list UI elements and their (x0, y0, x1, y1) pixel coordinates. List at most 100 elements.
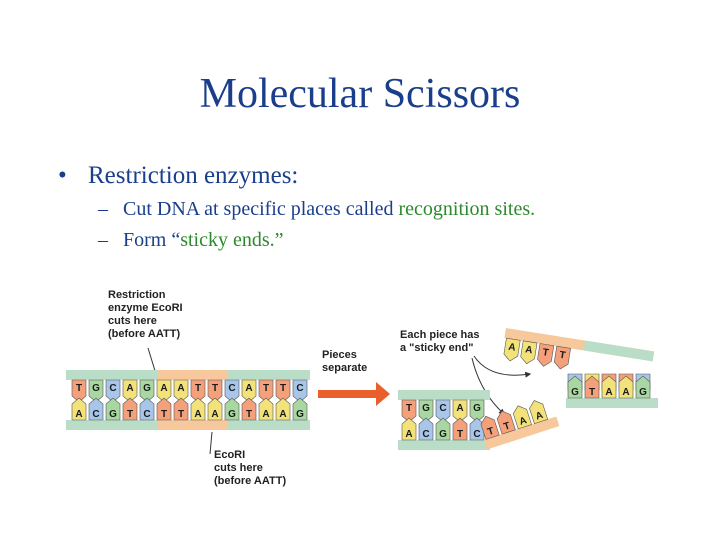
svg-text:A: A (508, 342, 517, 354)
svg-text:T: T (542, 347, 550, 359)
base-G: G (469, 399, 485, 423)
svg-text:G: G (422, 403, 430, 414)
base-T: T (401, 399, 417, 423)
svg-text:T: T (406, 403, 412, 414)
base-A: A (71, 397, 87, 421)
base-A: A (618, 375, 634, 399)
base-G: G (635, 375, 651, 399)
svg-text:G: G (571, 387, 579, 398)
base-G: G (88, 379, 104, 403)
base-A: A (520, 340, 538, 365)
backbone-bottom (398, 440, 490, 450)
sub-bullet-1-text: Cut DNA at specific places called (123, 198, 399, 220)
svg-text:C: C (143, 409, 150, 420)
svg-text:C: C (439, 403, 446, 414)
base-C: C (292, 379, 308, 403)
base-A: A (190, 397, 206, 421)
sub-bullet-2-text: Form “ (123, 229, 181, 251)
base-T: T (156, 397, 172, 421)
svg-text:G: G (92, 383, 100, 394)
svg-text:A: A (126, 383, 133, 394)
base-G: G (105, 397, 121, 421)
svg-text:C: C (92, 409, 99, 420)
backbone-top (398, 390, 490, 400)
svg-text:C: C (473, 429, 480, 440)
svg-text:G: G (473, 403, 481, 414)
dash: – (98, 229, 108, 251)
base-G: G (435, 417, 451, 441)
svg-text:T: T (246, 409, 252, 420)
svg-text:C: C (422, 429, 429, 440)
pointer-top (147, 347, 157, 375)
base-A: A (241, 379, 257, 403)
base-A: A (156, 379, 172, 403)
svg-text:T: T (161, 409, 167, 420)
base-C: C (88, 397, 104, 421)
svg-text:A: A (177, 383, 184, 394)
svg-text:A: A (75, 409, 82, 420)
label-enzyme: Restriction enzyme EcoRI cuts here (befo… (108, 289, 186, 340)
base-T: T (496, 410, 516, 435)
base-T: T (452, 417, 468, 441)
svg-text:A: A (262, 409, 269, 420)
sub-bullet-1: – Cut DNA at specific places called reco… (98, 198, 535, 221)
base-T: T (480, 415, 500, 440)
base-T: T (71, 379, 87, 403)
svg-text:G: G (228, 409, 236, 420)
svg-text:A: A (245, 383, 252, 394)
base-G: G (292, 397, 308, 421)
svg-text:T: T (195, 383, 201, 394)
dash: – (98, 198, 108, 220)
svg-text:G: G (639, 387, 647, 398)
svg-text:T: T (486, 426, 495, 438)
svg-text:A: A (605, 387, 612, 398)
base-A: A (452, 399, 468, 423)
svg-text:A: A (534, 410, 544, 423)
svg-text:C: C (228, 383, 235, 394)
base-G: G (567, 375, 583, 399)
base-T: T (190, 379, 206, 403)
bullet-list: • Restriction enzymes: – Cut DNA at spec… (58, 162, 535, 252)
base-T: T (275, 379, 291, 403)
svg-text:C: C (109, 383, 116, 394)
arrow-separate (318, 382, 390, 406)
bullet-text: Restriction enzymes: (88, 162, 299, 189)
backbone-bottom (566, 398, 658, 408)
base-A: A (258, 397, 274, 421)
svg-text:T: T (457, 429, 463, 440)
right-fragment-bottom: CATTCGTAAG (566, 373, 658, 408)
base-A: A (601, 375, 617, 399)
label-sticky-end: Each piece has a "sticky end" (400, 329, 483, 354)
svg-text:T: T (127, 409, 133, 420)
base-A: A (207, 397, 223, 421)
svg-text:T: T (589, 387, 595, 398)
sub-bullet-1-highlight: recognition sites. (398, 198, 536, 220)
svg-text:A: A (622, 387, 629, 398)
base-T: T (173, 397, 189, 421)
backbone-bottom-cut (158, 420, 228, 430)
base-C: C (469, 417, 485, 441)
base-A: A (512, 405, 532, 430)
base-A: A (503, 337, 521, 362)
slide-title: Molecular Scissors (199, 71, 521, 117)
backbone-top-cut (158, 370, 228, 380)
bullet-item: • Restriction enzymes: (58, 162, 535, 190)
base-T: T (537, 343, 555, 367)
svg-text:T: T (76, 383, 82, 394)
base-T: T (584, 375, 600, 399)
svg-text:T: T (502, 421, 511, 433)
base-A: A (529, 400, 549, 425)
svg-text:A: A (524, 344, 533, 356)
svg-text:A: A (279, 409, 286, 420)
svg-text:T: T (212, 383, 218, 394)
svg-text:T: T (280, 383, 286, 394)
svg-text:A: A (211, 409, 218, 420)
svg-text:A: A (456, 403, 463, 414)
svg-text:A: A (518, 415, 528, 428)
svg-text:A: A (160, 383, 167, 394)
base-T: T (122, 397, 138, 421)
sub-bullet-2-highlight: sticky ends.” (180, 229, 284, 251)
